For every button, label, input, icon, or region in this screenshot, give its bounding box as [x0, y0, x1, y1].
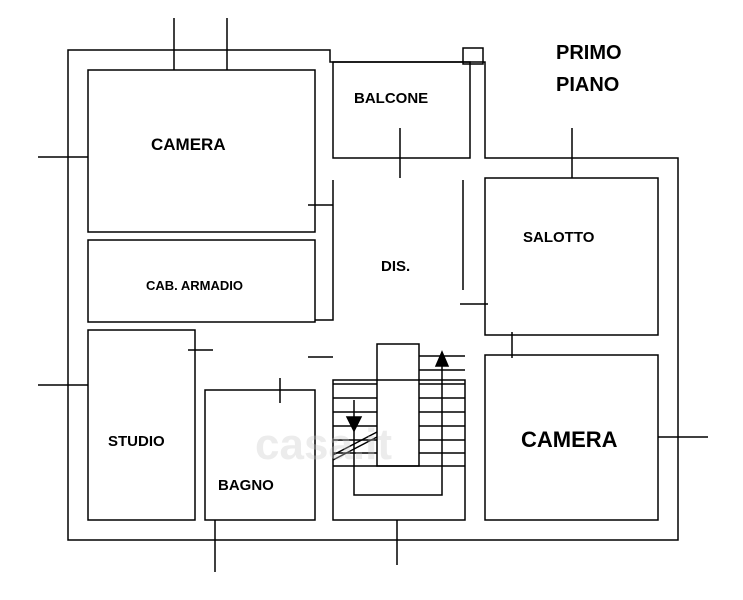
- arrow-down-icon: [345, 416, 363, 433]
- label-cab-armadio: CAB. ARMADIO: [146, 278, 244, 293]
- watermark: casa.it: [255, 420, 392, 469]
- label-dis: DIS.: [381, 258, 411, 275]
- stair-path: [353, 362, 443, 496]
- label-bagno: BAGNO: [218, 477, 274, 494]
- label-balcone: BALCONE: [354, 90, 429, 107]
- label-camera-top: CAMERA: [151, 135, 226, 154]
- stairwell: [332, 379, 466, 521]
- room-salotto: [484, 177, 659, 336]
- title-line-1: PRIMO: [556, 42, 622, 64]
- room-studio: [87, 329, 196, 521]
- windows: [38, 18, 708, 572]
- label-salotto: SALOTTO: [523, 229, 595, 246]
- room-bagno: [204, 389, 316, 521]
- label-camera-bottom: CAMERA: [521, 427, 618, 452]
- arrow-up-icon: [434, 350, 450, 367]
- room-balcone: [332, 61, 471, 159]
- room-cab-armadio: [87, 239, 316, 323]
- room-dis: [315, 180, 334, 321]
- label-studio: STUDIO: [108, 433, 165, 450]
- title-line-2: PIANO: [556, 74, 620, 96]
- outer-wall: [67, 49, 679, 541]
- door-marks: [188, 204, 513, 403]
- room-camera-top: [87, 69, 316, 233]
